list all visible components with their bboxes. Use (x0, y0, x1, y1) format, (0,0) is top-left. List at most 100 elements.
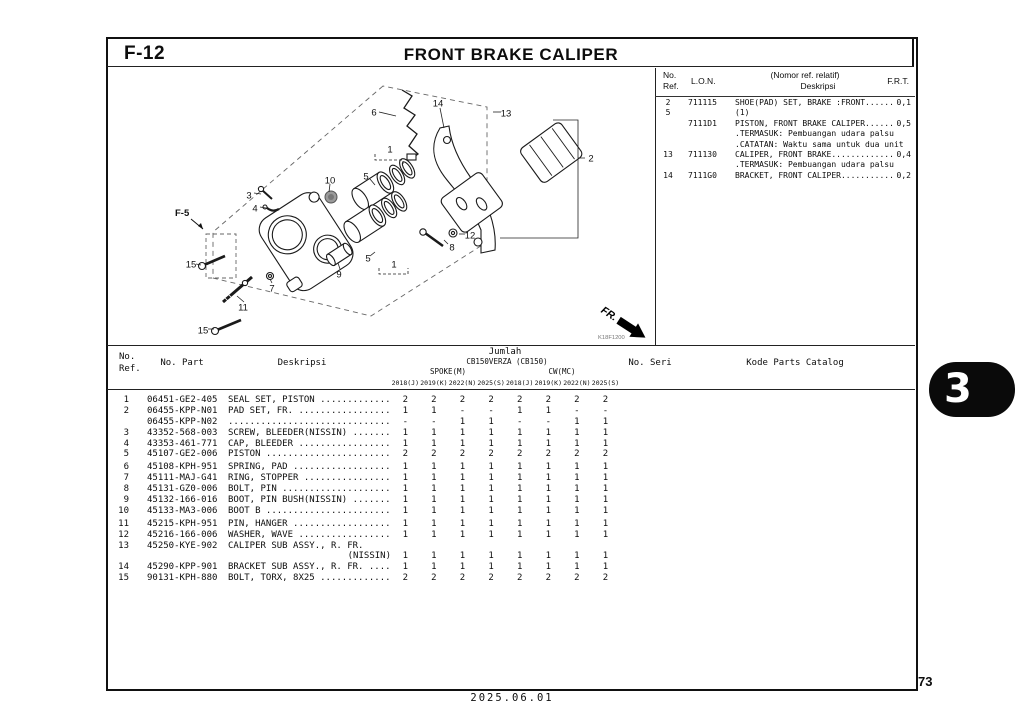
lon-col-lon: L.O.N. (691, 76, 716, 86)
brake-pad-right-part (520, 122, 583, 183)
year-col-label: 2018(J) (391, 379, 419, 387)
pad-spring-part (401, 89, 420, 161)
torx-bolt-upper-part (197, 254, 226, 271)
drawing-code: K18F1200 (598, 335, 625, 341)
piston-seal-lower-part (343, 191, 408, 244)
chapter-tab[interactable]: 3 (929, 362, 1015, 417)
f5-arrowhead (198, 223, 203, 229)
f5-reference-label: F-5 (175, 208, 190, 219)
hanger-pin-part (222, 275, 253, 304)
col-seri: No. Seri (628, 358, 672, 368)
callout-number: 9 (336, 270, 341, 281)
lon-table-header: No. Ref. L.O.N. (Nomor ref. relatif) Des… (655, 68, 915, 97)
col-jumlah: Jumlah (488, 347, 522, 357)
page-title: FRONT BRAKE CALIPER (403, 45, 619, 64)
diagram-table-divider (655, 68, 656, 345)
col-desc: Deskripsi (277, 358, 327, 368)
svg-text:FR.: FR. (599, 304, 620, 323)
callout-number: 1 (387, 145, 392, 156)
col-cw: CW(MC) (548, 367, 576, 376)
year-col-label: 2018(J) (505, 379, 534, 387)
year-col-label: 2019(K) (420, 379, 448, 387)
footer-date: 2025.06.01 (470, 692, 554, 704)
table-row: 06455-KPP-N02...........................… (147, 416, 609, 427)
brake-pad-left-part (440, 172, 503, 233)
parts-table-header: No. Ref. No. Part Deskripsi Jumlah CB150… (107, 345, 915, 390)
callout-number: 14 (433, 99, 444, 110)
lon-row-line: .TERMASUK: Pembuangan udara palsu (735, 160, 894, 170)
callout-number: 2 (588, 154, 593, 165)
lon-table: No. Ref. L.O.N. (Nomor ref. relatif) Des… (655, 68, 915, 345)
callout-number: 3 (246, 191, 251, 202)
callout-number: 8 (449, 243, 454, 254)
bleeder-screw-part (257, 185, 273, 200)
col-ref: No. (119, 352, 136, 362)
stopper-ring-part (265, 271, 275, 281)
wave-washer-part (448, 228, 458, 238)
year-col-label: 2022(N) (563, 379, 591, 387)
callout-number: 15 (198, 326, 209, 337)
callout-number: 1 (391, 260, 396, 271)
callout-number: 4 (252, 204, 257, 215)
col-kode: Kode Parts Catalog (746, 358, 844, 368)
lon-col-desc: (Nomor ref. relatif) (770, 70, 840, 80)
callout-number: 5 (365, 254, 370, 265)
exploded-diagram: F-5 FR. K18F1200 61413151034212851971115… (175, 85, 646, 341)
torx-bolt-lower-part (210, 318, 242, 336)
year-col-label: 2022(N) (448, 379, 477, 387)
callout-number: 10 (325, 176, 336, 187)
callout-number: 11 (238, 303, 248, 314)
pin-boot-part (325, 242, 353, 267)
lon-col-frt: F.R.T. (887, 76, 909, 86)
year-col-label: 2019(K) (534, 379, 562, 387)
header-bar (106, 37, 914, 67)
f5-reference-box-dashed (205, 233, 237, 279)
lon-row-line: .CATATAN: Waktu sama untuk dua unit (735, 139, 904, 149)
piston-seal-upper-part (351, 158, 416, 211)
callout-number: 13 (501, 109, 512, 120)
callout-leader-lines (195, 107, 585, 330)
col-model: CB150VERZA (CB150) (466, 357, 548, 366)
col-part: No. Part (160, 358, 204, 368)
callout-number: 7 (269, 284, 274, 295)
assembly-boundary-dashed (212, 85, 488, 317)
parts-table: No. Ref. No. Part Deskripsi Jumlah CB150… (107, 345, 915, 688)
year-col-label: 2025(S) (591, 379, 620, 387)
pin-bolt-part (419, 228, 444, 248)
callout-number: 6 (371, 108, 376, 119)
section-code: F-12 (124, 43, 166, 64)
rubber-cap-part (324, 190, 338, 204)
callout-number: 12 (465, 231, 476, 242)
page-frame (106, 37, 918, 691)
lon-col-ref: No. (663, 70, 677, 80)
chapter-tab-label: 3 (944, 366, 972, 412)
callout-number: 5 (363, 172, 368, 183)
page-number: 73 (918, 674, 933, 689)
col-spoke: SPOKE(M) (429, 367, 467, 376)
lon-row-line: .TERMASUK: Pembuangan udara palsu (735, 129, 894, 139)
lon-row-line: 5(1) (665, 108, 750, 118)
year-col-label: 2025(S) (477, 379, 505, 387)
